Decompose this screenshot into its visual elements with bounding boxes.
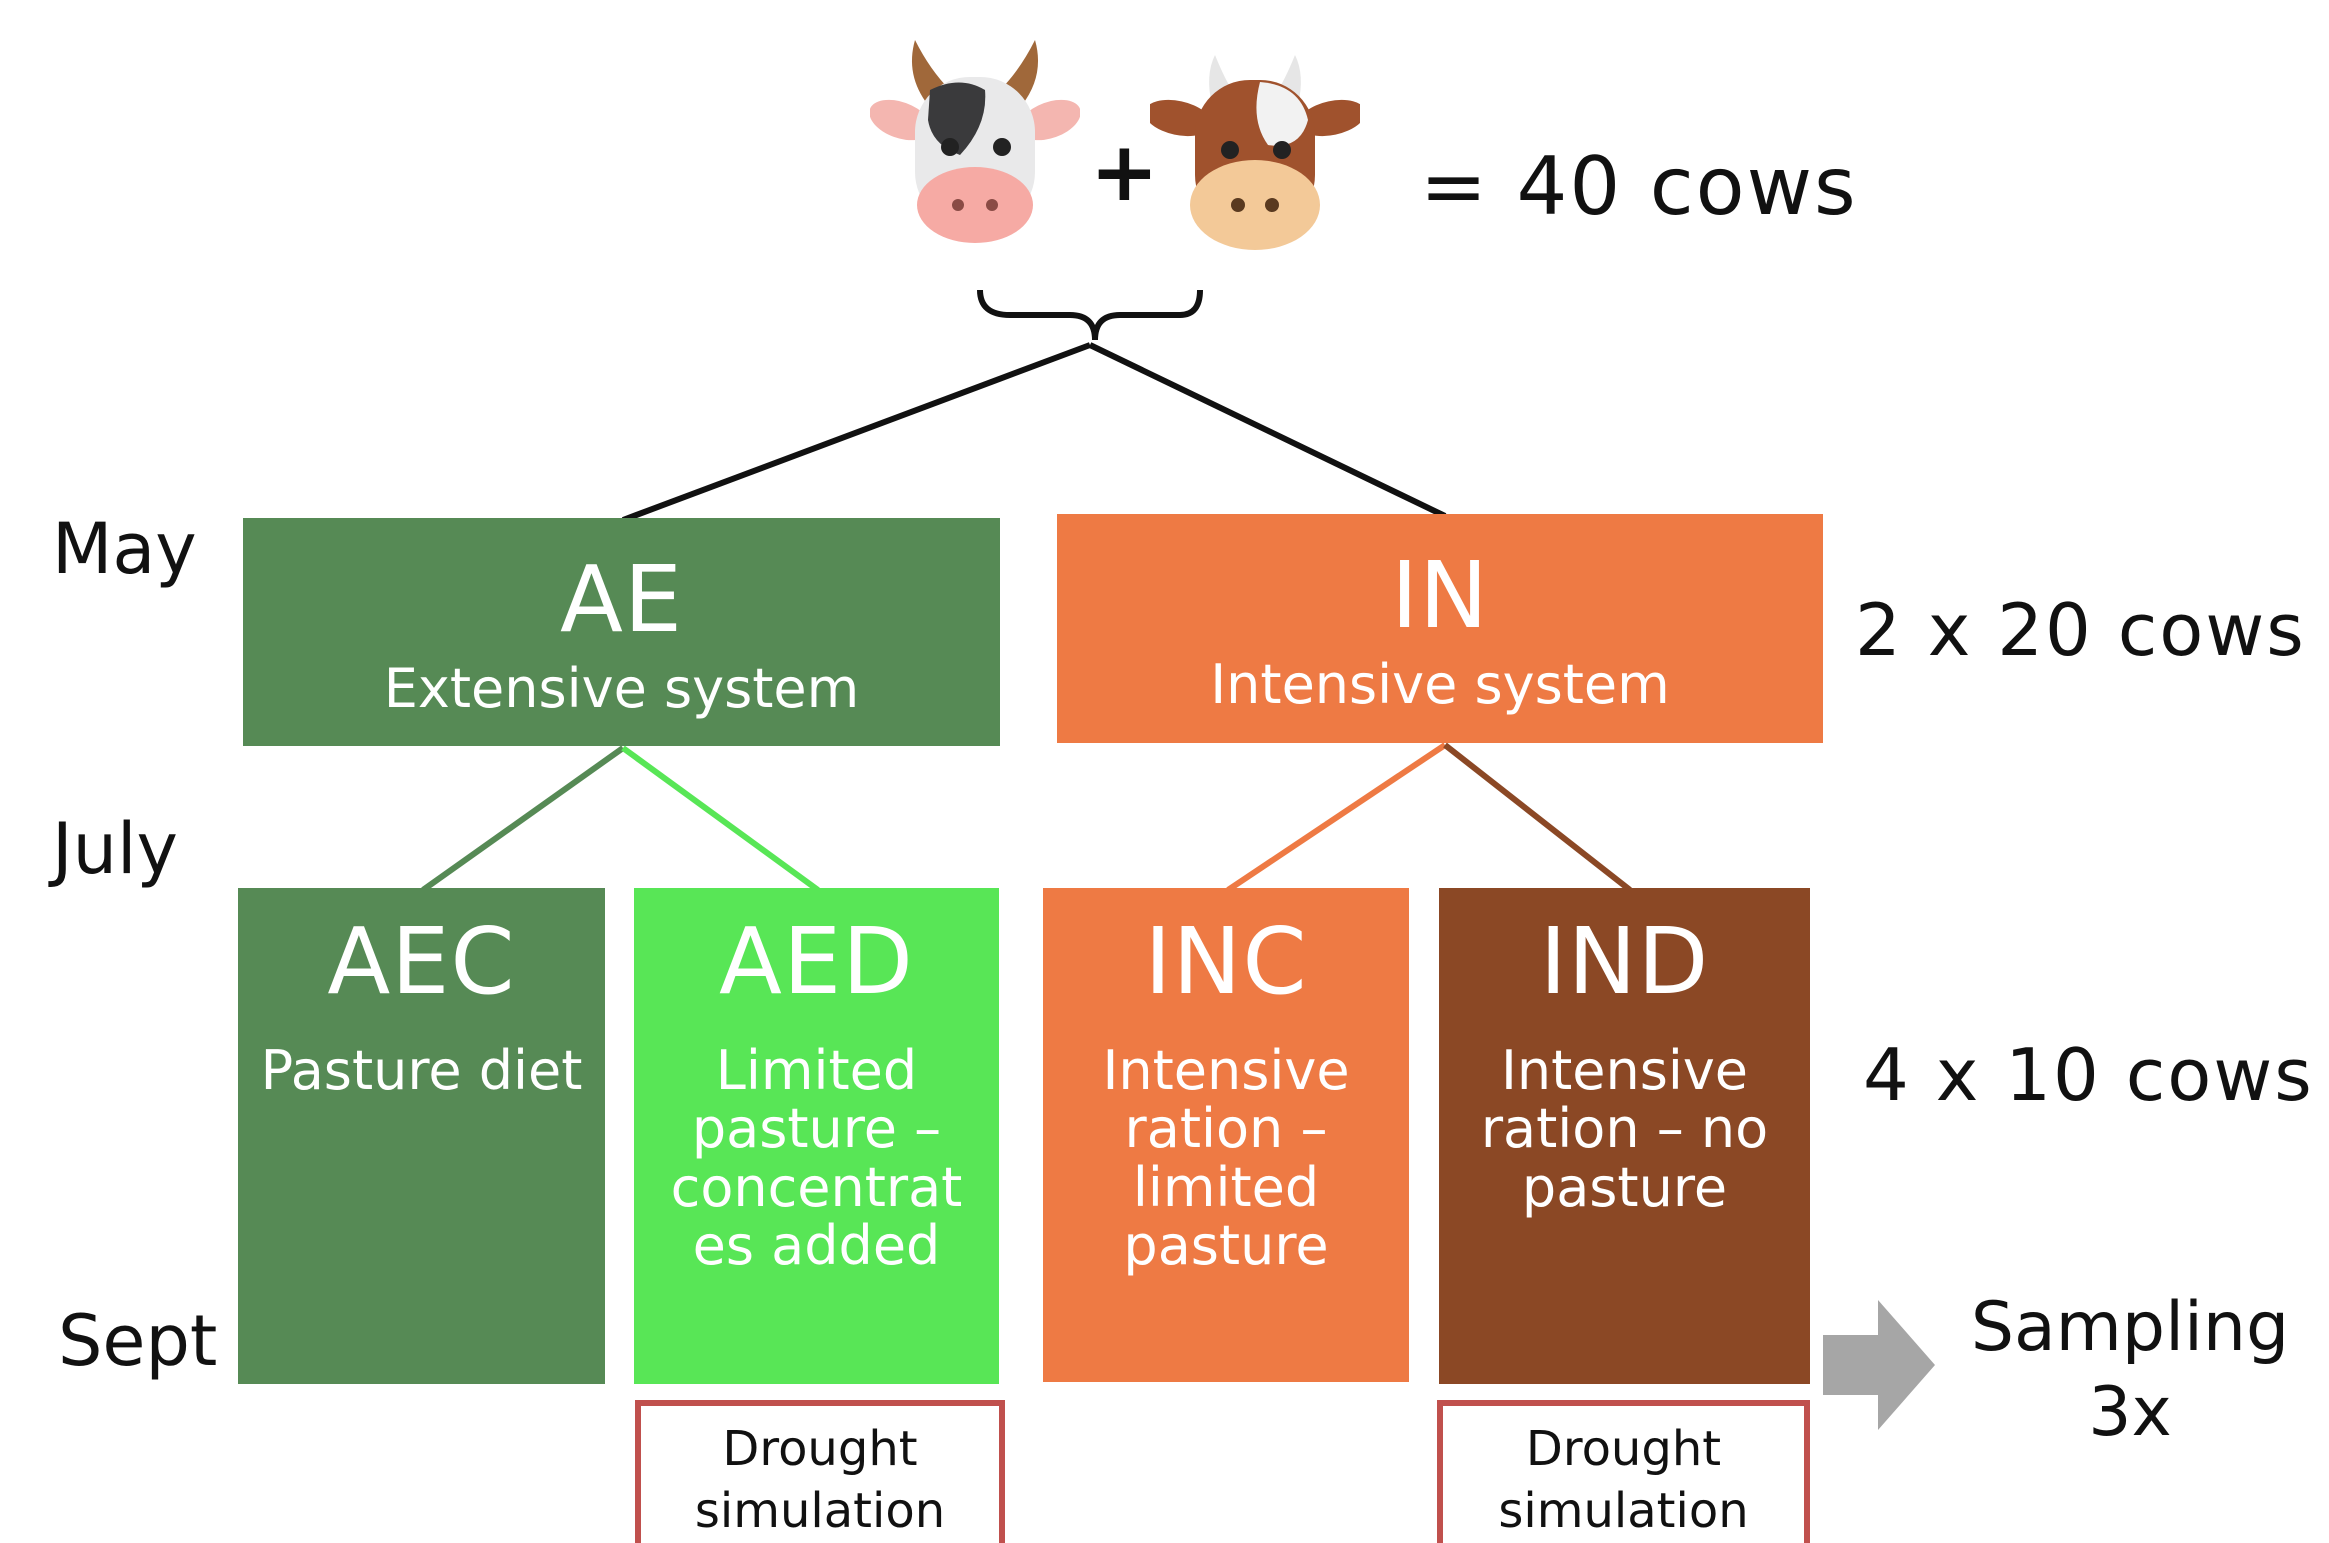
group-description-line: es added bbox=[692, 1213, 941, 1277]
group-box-aed: AED Limited pasture – concentrat es adde… bbox=[634, 888, 999, 1384]
drought-line: simulation bbox=[1498, 1483, 1749, 1540]
month-july: July bbox=[52, 808, 178, 890]
drought-simulation-box: Drought simulation bbox=[635, 1400, 1005, 1543]
group-code: AED bbox=[719, 908, 914, 1015]
system-label: Extensive system bbox=[383, 657, 860, 720]
connector-in-to-ind bbox=[1443, 742, 1632, 893]
group-description-line: pasture bbox=[1521, 1155, 1728, 1219]
group-description: Intensive ration – limited pasture bbox=[1094, 1039, 1357, 1277]
connector-ae-to-aed bbox=[621, 745, 820, 893]
group-description-line: concentrat bbox=[670, 1155, 963, 1219]
total-cows-label: = 40 cows bbox=[1420, 140, 1858, 233]
group-description: Limited pasture – concentrat es added bbox=[663, 1039, 971, 1277]
system-code: AE bbox=[559, 546, 684, 653]
group-description-line: Intensive bbox=[1102, 1039, 1350, 1102]
system-label: Intensive system bbox=[1210, 653, 1670, 716]
connector-in-to-inc bbox=[1226, 742, 1447, 893]
group-description-line: ration – bbox=[1124, 1097, 1328, 1161]
group-description: Intensive ration – no pasture bbox=[1473, 1039, 1776, 1219]
drought-line: Drought bbox=[1525, 1421, 1722, 1477]
arrow-right-icon bbox=[1823, 1300, 1935, 1430]
group-code: IND bbox=[1539, 908, 1710, 1015]
brace-icon bbox=[977, 289, 1203, 341]
group-description: Pasture diet bbox=[253, 1039, 591, 1102]
brown-cow-icon bbox=[1150, 55, 1360, 250]
group-box-ind: IND Intensive ration – no pasture bbox=[1439, 888, 1810, 1384]
group-description-line: pasture bbox=[1123, 1213, 1329, 1277]
sampling-line: 3x bbox=[2088, 1373, 2172, 1452]
connector-root-to-in bbox=[1088, 342, 1447, 519]
holstein-cow-icon bbox=[870, 40, 1080, 243]
group-description-line: Pasture diet bbox=[260, 1039, 583, 1102]
connector-root-to-ae bbox=[621, 342, 1092, 523]
connector-ae-to-aec bbox=[421, 745, 625, 893]
group-box-aec: AEC Pasture diet bbox=[238, 888, 605, 1384]
group-description-line: ration – no bbox=[1480, 1097, 1769, 1161]
group-description-line: Limited bbox=[715, 1039, 918, 1102]
group-description-line: pasture – bbox=[691, 1097, 942, 1161]
sampling-label: Sampling 3x bbox=[1960, 1285, 2300, 1455]
system-code: IN bbox=[1391, 542, 1489, 649]
group-description-line: Intensive bbox=[1500, 1039, 1749, 1102]
group-box-inc: INC Intensive ration – limited pasture bbox=[1043, 888, 1409, 1382]
month-may: May bbox=[52, 508, 197, 590]
drought-line: simulation bbox=[694, 1483, 946, 1540]
drought-simulation-box: Drought simulation bbox=[1437, 1400, 1810, 1543]
group-description-line: limited bbox=[1132, 1155, 1320, 1219]
group-code: INC bbox=[1144, 908, 1308, 1015]
plus-sign: + bbox=[1090, 125, 1159, 220]
drought-line: Drought bbox=[722, 1421, 918, 1477]
group-code: AEC bbox=[327, 908, 516, 1015]
system-box-in: IN Intensive system bbox=[1057, 514, 1823, 743]
count-level2: 4 x 10 cows bbox=[1863, 1033, 2314, 1117]
count-level1: 2 x 20 cows bbox=[1855, 588, 2306, 672]
sampling-line: Sampling bbox=[1970, 1288, 2290, 1367]
month-sept: Sept bbox=[58, 1300, 218, 1382]
system-box-ae: AE Extensive system bbox=[243, 518, 1000, 746]
